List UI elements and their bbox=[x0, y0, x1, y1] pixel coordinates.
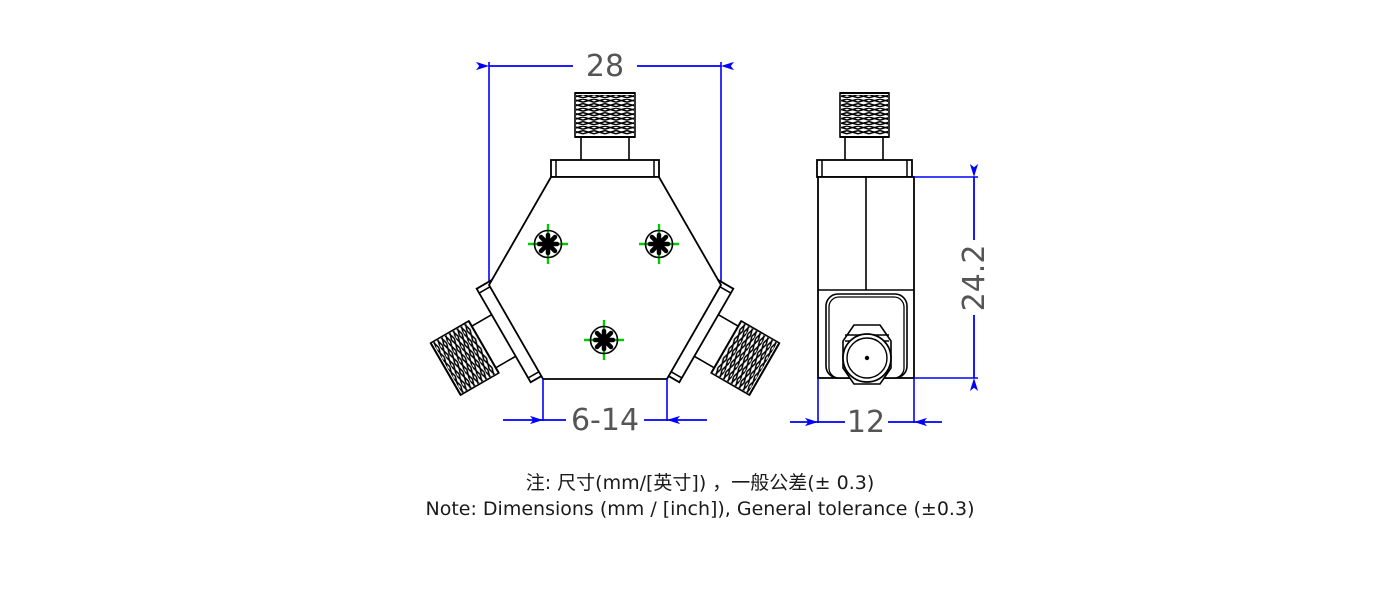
connector-top bbox=[550, 92, 660, 178]
dimension-label-overall-height: 24.2 bbox=[957, 245, 992, 312]
dimension-port-spacing: 6-14 bbox=[503, 379, 707, 438]
dimension-label-overall-width: 28 bbox=[586, 49, 624, 84]
dimension-label-body-width: 12 bbox=[847, 405, 885, 440]
connector-lower-right bbox=[663, 279, 781, 397]
notes-block: 注: 尺寸(mm/[英寸]) ，一般公差(± 0.3) Note: Dimens… bbox=[0, 470, 1400, 522]
dimension-overall-width: 28 bbox=[476, 49, 734, 285]
connector-lower-left bbox=[429, 279, 547, 397]
front-view: 28 bbox=[429, 49, 781, 438]
note-line-chinese: 注: 尺寸(mm/[英寸]) ，一般公差(± 0.3) bbox=[525, 472, 875, 494]
connector-side-top bbox=[816, 92, 913, 178]
side-view: 24.2 12 bbox=[790, 92, 992, 440]
screw-hole-top-left bbox=[528, 224, 568, 264]
dimension-label-port-spacing: 6-14 bbox=[571, 403, 639, 438]
dimension-body-width: 12 bbox=[790, 378, 942, 440]
connector-side-face bbox=[825, 293, 908, 385]
dimension-overall-height: 24.2 bbox=[914, 164, 992, 391]
screw-hole-top-right bbox=[639, 224, 679, 264]
screw-hole-bottom-center bbox=[584, 320, 624, 360]
note-line-english: Note: Dimensions (mm / [inch]), General … bbox=[425, 498, 975, 520]
